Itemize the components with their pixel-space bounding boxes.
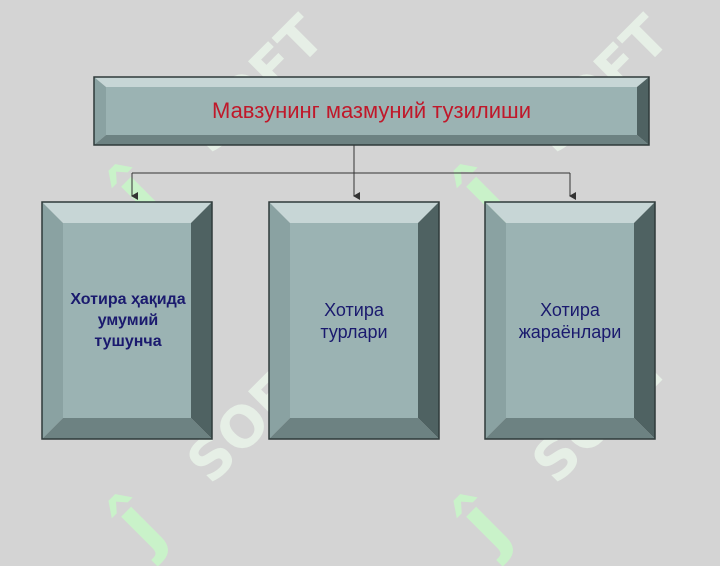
root-bevel-left xyxy=(94,77,106,145)
child-label-2: Хотира турлари xyxy=(320,299,388,342)
child-label-container-2: Хотира турлари xyxy=(290,223,418,418)
root-outline xyxy=(93,76,650,146)
root-bevel-right xyxy=(637,77,649,145)
root-bevel-bottom xyxy=(94,135,649,145)
root-bevel-top xyxy=(94,77,649,87)
diagram-graphics xyxy=(41,76,656,440)
child-box-2 xyxy=(268,201,440,440)
child-label-container-3: Хотира жараёнлари xyxy=(500,223,640,418)
child-label-3: Хотира жараёнлари xyxy=(518,299,622,342)
child-box-1 xyxy=(41,201,213,440)
root-face xyxy=(106,87,637,135)
child-box-3 xyxy=(484,201,656,440)
diagram-canvas: SOFT SOFT SOFT SOFT ĵ ĵ ĵ ĵ xyxy=(41,4,682,566)
connectors xyxy=(131,145,576,200)
root-label-container: Мавзунинг мазмуний тузилиши xyxy=(106,87,637,135)
root-box xyxy=(93,76,650,146)
root-label: Мавзунинг мазмуний тузилиши xyxy=(212,98,531,123)
child-label-container-1: Хотира ҳақида умумий тушунча xyxy=(55,223,201,418)
child-label-1: Хотира ҳақида умумий тушунча xyxy=(70,291,186,350)
